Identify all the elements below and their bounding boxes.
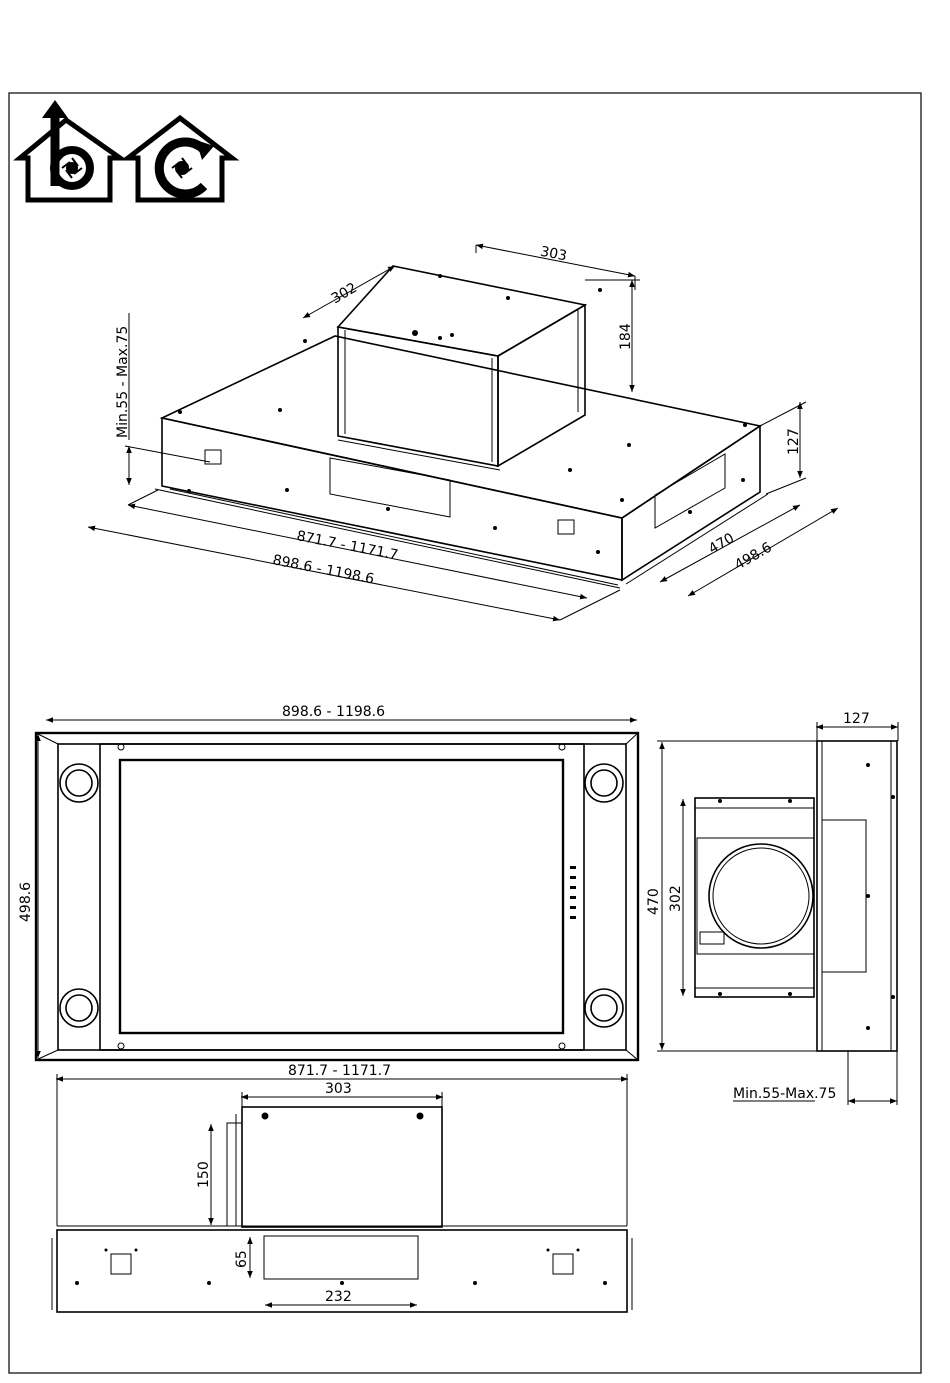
isometric-view: 303 302 184 127 871.7 - 1171.7 898.6 - 1…: [88, 244, 838, 620]
side-dim-motor-depth: 302: [668, 885, 684, 912]
recirculation-icon: [128, 118, 232, 200]
iso-dim-flange: Min.55 - Max.75: [115, 326, 131, 438]
iso-dim-overall-width: 898.6 - 1198.6: [271, 552, 375, 587]
iso-dim-hood-height: 127: [786, 428, 802, 455]
front-dim-motor-height: 150: [196, 1161, 212, 1188]
front-dim-opening-width: 232: [325, 1289, 352, 1305]
front-view: 871.7 - 1171.7 303 150 65 232: [52, 1063, 632, 1312]
top-dim-width: 898.6 - 1198.6: [282, 704, 385, 720]
front-dim-width: 871.7 - 1171.7: [288, 1063, 391, 1079]
front-dim-opening-height: 65: [234, 1250, 250, 1268]
side-view: 127 470 302 Min.55-Max.75: [646, 711, 898, 1105]
side-dim-cut-depth: 470: [646, 888, 662, 915]
top-dim-depth: 498.6: [18, 882, 34, 922]
iso-dim-overall-depth: 498.6: [732, 540, 775, 574]
iso-dim-cut-depth: 470: [706, 530, 737, 557]
side-dim-height: 127: [843, 711, 870, 727]
ducted-extraction-icon: [20, 100, 120, 200]
iso-dim-motor-depth: 302: [329, 280, 360, 307]
iso-dim-cut-width: 871.7 - 1171.7: [295, 528, 399, 563]
iso-dim-motor-height: 184: [618, 323, 634, 350]
side-dim-flange: Min.55-Max.75: [733, 1086, 836, 1102]
iso-dim-motor-width: 303: [539, 244, 568, 265]
top-view: 898.6 - 1198.6 498.6: [18, 704, 638, 1060]
front-dim-motor-width: 303: [325, 1081, 352, 1097]
